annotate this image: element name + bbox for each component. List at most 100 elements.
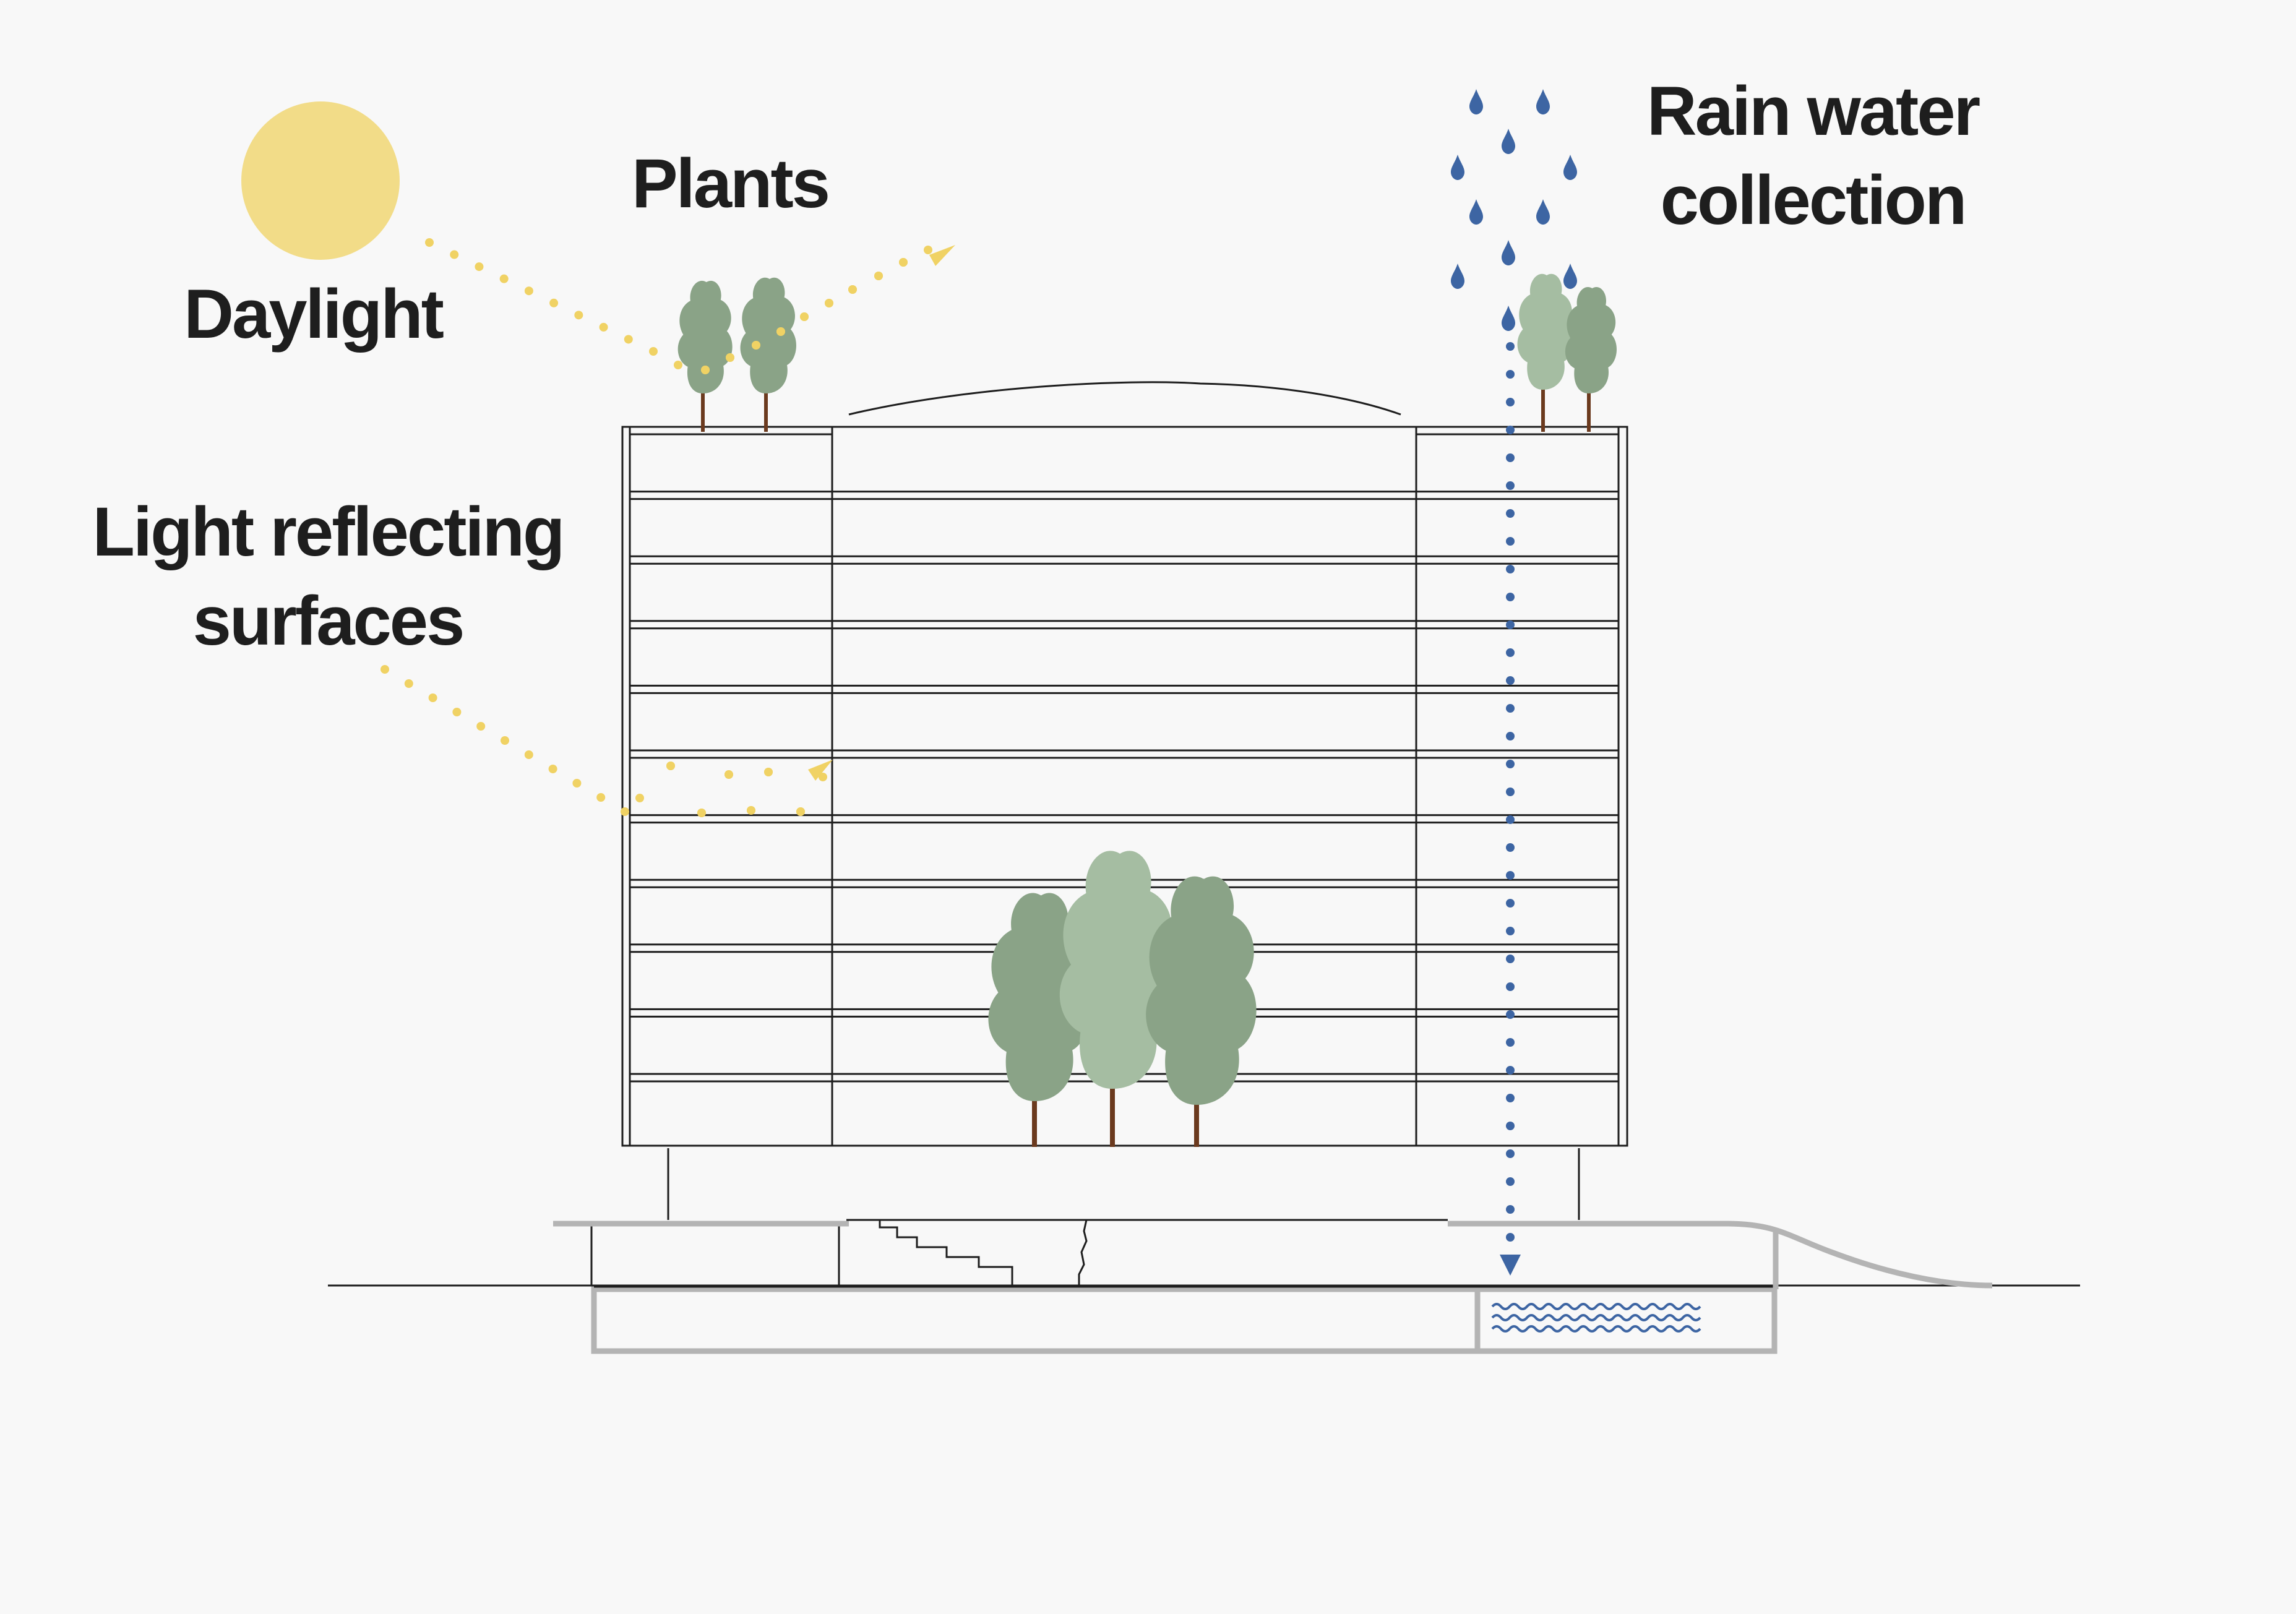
rain-dot [1506, 1122, 1515, 1130]
rain-dot [1506, 899, 1515, 908]
light-dot [726, 353, 734, 362]
light-dot [404, 679, 413, 688]
rain-dot [1506, 426, 1515, 434]
rain-dot [1506, 593, 1515, 601]
light-dot [450, 250, 459, 259]
rain-dot [1506, 648, 1515, 657]
light-dot [548, 765, 557, 773]
light-dot [924, 246, 932, 254]
light-dot [848, 285, 857, 294]
rain-dot [1506, 398, 1515, 406]
light-dot [549, 298, 559, 307]
rain-dot [1506, 760, 1515, 768]
rain-dot [1506, 481, 1515, 490]
water-wave-line [1491, 1314, 1701, 1321]
rain-dot [1506, 843, 1515, 852]
light-dot [666, 762, 675, 770]
light-dot [524, 750, 533, 759]
label-rain-line-1: Rain water [1646, 72, 1980, 150]
light-dot [724, 770, 733, 779]
light-dot [381, 665, 389, 674]
rain-dot [1506, 1233, 1515, 1242]
ground-trees [988, 851, 1257, 1147]
light-dot [752, 341, 760, 350]
label-light-line-1: Light reflecting [92, 493, 565, 570]
rain-dot [1506, 537, 1515, 546]
rain-dot [1506, 815, 1515, 824]
raindrop-icon [1502, 129, 1515, 154]
tree-icon [1517, 273, 1573, 390]
rain-dot [1506, 1010, 1515, 1019]
rain-dot [1506, 871, 1515, 880]
raindrop-icon [1536, 199, 1550, 225]
rain-dot [1506, 704, 1515, 713]
sun-icon [241, 101, 400, 260]
rain-dot [1506, 1038, 1515, 1047]
arrow-head-icon [929, 245, 955, 266]
raindrop-icon [1451, 264, 1464, 289]
rain-dot [1506, 1066, 1515, 1075]
rain-dot [1506, 788, 1515, 796]
raindrop-icon [1563, 264, 1577, 289]
roof-trees-left [677, 277, 796, 432]
raindrop-icon [1536, 89, 1550, 114]
raindrop-icon [1469, 199, 1483, 225]
light-dot [574, 311, 583, 320]
floor-slabs [630, 491, 1619, 1083]
roof-trees-right [1517, 273, 1617, 432]
raindrop-icon [1451, 155, 1464, 180]
building [621, 381, 1628, 1147]
light-dot [874, 272, 883, 280]
light-dot [452, 708, 462, 716]
raindrop-icon [1502, 240, 1515, 265]
podium [590, 1148, 1776, 1288]
light-dot [764, 768, 773, 776]
basement [591, 1286, 1778, 1354]
rain-dot [1506, 1094, 1515, 1102]
label-daylight: Daylight [184, 275, 444, 353]
label-light-reflecting-surfaces: Light reflecting surfaces [37, 487, 619, 666]
arrow-head-icon [1500, 1255, 1521, 1276]
raindrops [1451, 89, 1577, 331]
light-dot [697, 809, 706, 817]
light-dot [624, 335, 633, 344]
rain-dot [1506, 732, 1515, 740]
label-light-line-2: surfaces [192, 582, 465, 659]
light-dot [572, 779, 582, 788]
rain-dot [1506, 1177, 1515, 1186]
rain-dot [1506, 1149, 1515, 1158]
light-dot [499, 274, 509, 283]
rain-dot [1506, 620, 1515, 629]
arrow-head-icon [808, 760, 833, 781]
stairs [879, 1220, 1013, 1286]
light-dot [674, 361, 682, 369]
tree-icon [740, 277, 796, 393]
rain-dot [1506, 370, 1515, 379]
light-dot [425, 238, 434, 247]
light-dot [524, 286, 533, 296]
light-dot [825, 299, 833, 307]
tree-icon [677, 280, 733, 393]
light-dot [475, 262, 484, 272]
rain-dot [1506, 342, 1515, 351]
light-dot [599, 322, 608, 332]
rain-dot [1506, 453, 1515, 462]
light-dot [796, 807, 805, 816]
tree-icon [1565, 286, 1617, 393]
light-dot [621, 807, 629, 816]
water-wave-line [1491, 1325, 1701, 1333]
light-dot [747, 806, 755, 815]
raindrop-icon [1469, 89, 1483, 114]
light-dot [899, 258, 908, 267]
light-dot [649, 347, 658, 356]
raindrop-icon [1563, 155, 1577, 180]
rain-dot [1506, 509, 1515, 518]
label-rain-line-2: collection [1660, 161, 1967, 239]
rain-dot [1506, 927, 1515, 935]
light-dot [428, 693, 437, 702]
light-dot [596, 793, 606, 802]
rain-dot [1506, 565, 1515, 573]
terrain [553, 1221, 1993, 1289]
rain-dot [1506, 676, 1515, 685]
